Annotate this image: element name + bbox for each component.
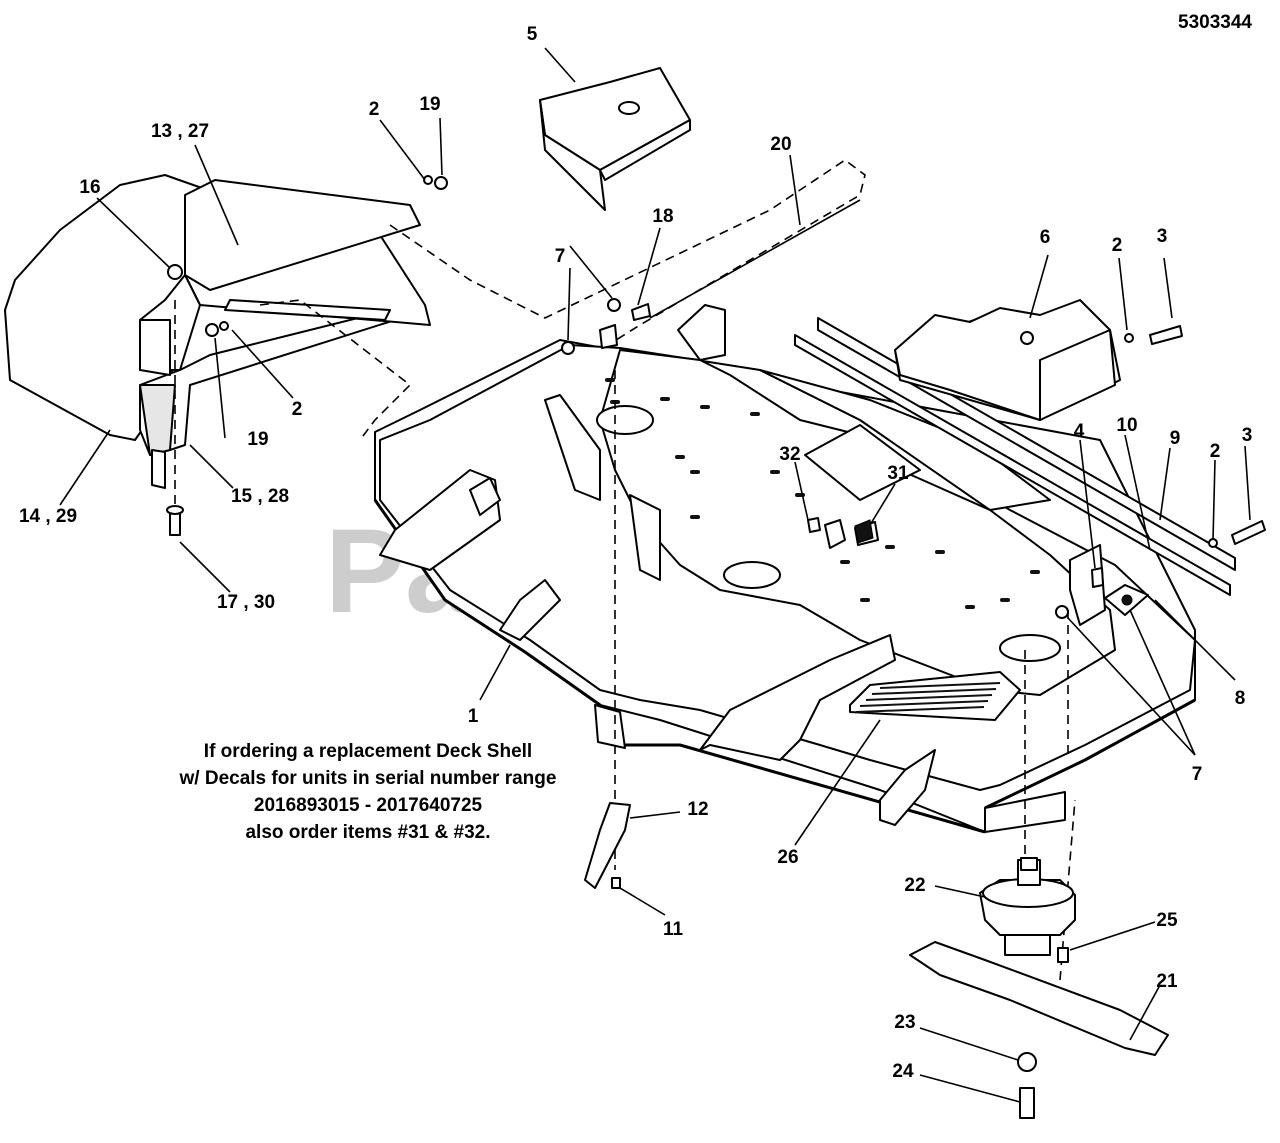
callout-7-lower: 7 xyxy=(1192,764,1203,785)
bracket-12 xyxy=(584,802,631,889)
spindle-22 xyxy=(979,857,1076,963)
part-31 xyxy=(854,519,874,544)
callout-5: 5 xyxy=(527,24,538,45)
callout-3-top: 3 xyxy=(1157,226,1168,247)
callout-3-lower: 3 xyxy=(1242,425,1253,446)
callout-16: 16 xyxy=(79,177,100,198)
callout-21: 21 xyxy=(1156,971,1178,992)
callout-15-28: 15 , 28 xyxy=(231,486,289,507)
hardware xyxy=(166,175,1266,889)
callout-6: 6 xyxy=(1040,227,1051,248)
callout-13-27: 13 , 27 xyxy=(151,121,209,142)
callout-26: 26 xyxy=(777,847,798,868)
callout-7-top: 7 xyxy=(555,246,566,267)
washer-23 xyxy=(1017,1052,1037,1072)
callout-22: 22 xyxy=(904,875,925,896)
leader-lines xyxy=(59,47,1251,1103)
callout-9: 9 xyxy=(1170,428,1181,449)
callout-10: 10 xyxy=(1116,415,1137,436)
bolt-24 xyxy=(1019,1087,1035,1119)
callout-2-right: 2 xyxy=(1112,235,1123,256)
callout-20: 20 xyxy=(770,134,791,155)
ordering-note: If ordering a replacement Deck Shell w/ … xyxy=(179,741,557,843)
note-line-2: w/ Decals for units in serial number ran… xyxy=(179,768,557,789)
callout-24: 24 xyxy=(892,1061,914,1082)
belt-cover-6 xyxy=(894,299,1116,421)
cover-5 xyxy=(539,67,691,211)
callout-4: 4 xyxy=(1074,421,1085,442)
callout-8: 8 xyxy=(1235,688,1246,709)
callout-14-29: 14 , 29 xyxy=(19,506,77,527)
callout-31: 31 xyxy=(887,463,909,484)
callout-11: 11 xyxy=(663,919,684,940)
callout-2-left: 2 xyxy=(292,399,303,420)
callout-25: 25 xyxy=(1156,910,1178,931)
note-line-4: also order items #31 & #32. xyxy=(245,822,490,843)
deck-shell xyxy=(373,304,1196,834)
callout-18: 18 xyxy=(652,206,673,227)
blade-21 xyxy=(909,941,1169,1056)
callout-17-30: 17 , 30 xyxy=(217,592,275,613)
callout-2-far-right: 2 xyxy=(1210,441,1221,462)
note-line-1: If ordering a replacement Deck Shell xyxy=(204,741,532,762)
diagram-number: 5303344 xyxy=(1178,12,1252,33)
callout-23: 23 xyxy=(894,1012,915,1033)
note-line-3: 2016893015 - 2017640725 xyxy=(254,795,483,816)
callout-1: 1 xyxy=(468,706,479,727)
callout-19: 19 xyxy=(419,94,440,115)
callout-19-lower: 19 xyxy=(247,429,268,450)
callouts: 5303344 5 2 19 13 , 27 16 20 18 7 6 2 3 … xyxy=(19,12,1252,1082)
callout-2: 2 xyxy=(369,99,380,120)
discharge-chute xyxy=(4,174,431,489)
callout-32: 32 xyxy=(779,444,800,465)
callout-12: 12 xyxy=(687,799,708,820)
